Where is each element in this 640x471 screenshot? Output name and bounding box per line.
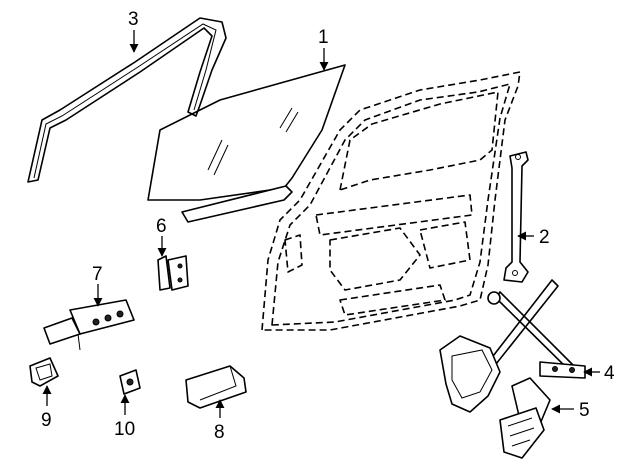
door-shell [261,71,521,331]
callout-labels: 1 2 3 4 5 6 7 8 9 10 [41,9,615,443]
handle-cover [185,365,247,409]
window-regulator [439,279,586,413]
callout-10: 10 [114,419,135,440]
door-glass [147,64,346,223]
glass-run-channel [27,17,227,183]
callout-2: 2 [539,227,550,248]
callout-8: 8 [214,422,225,443]
door-check [43,299,135,351]
callout-9: 9 [41,410,52,431]
callout-7: 7 [92,264,103,285]
callout-1: 1 [318,27,329,48]
callout-4: 4 [604,363,615,384]
leader-lines [42,30,600,418]
retaining-clip [119,369,141,395]
callout-5: 5 [579,400,590,421]
rear-glass-channel [503,151,529,283]
door-bumper [29,357,59,387]
window-motor [499,377,551,459]
door-hinge [157,255,189,291]
callout-3: 3 [128,9,139,30]
callout-6: 6 [156,216,167,237]
